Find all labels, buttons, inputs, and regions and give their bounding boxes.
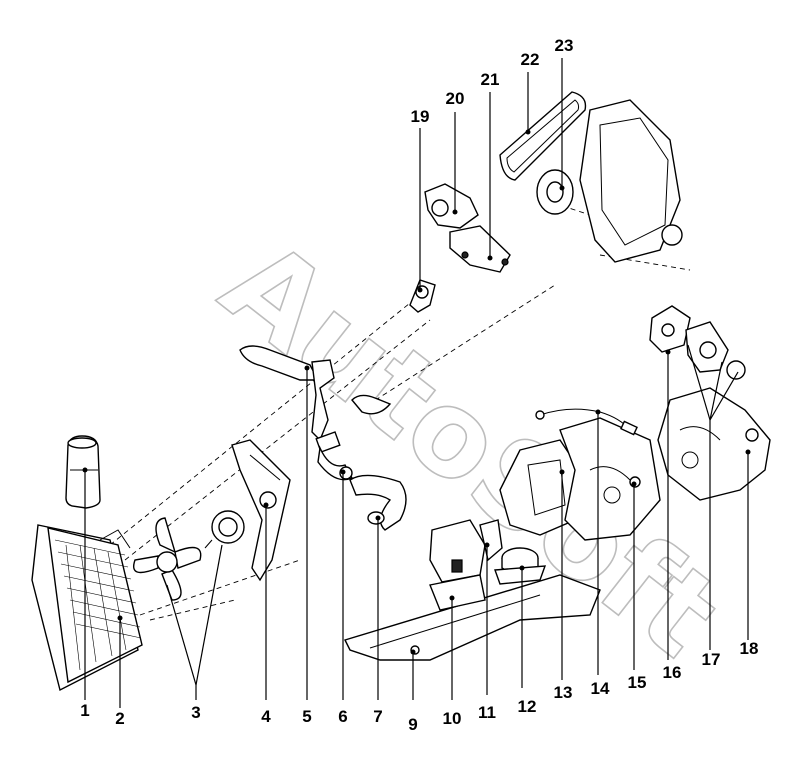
part-21-tensioner-arm: [449, 225, 511, 273]
part-10-engine-mount: [429, 519, 486, 611]
part-22-timing-belt: [499, 91, 587, 181]
part-11-mount-bracket: [479, 519, 503, 562]
leader-lines: [82, 58, 751, 708]
callout-1: 1: [80, 701, 89, 720]
assembly-lines: [109, 199, 691, 621]
callout-20: 20: [446, 89, 465, 108]
callout-23: 23: [555, 36, 574, 55]
callout-18: 18: [740, 639, 759, 658]
part-19-pulley: [409, 279, 436, 313]
callout-13: 13: [554, 683, 573, 702]
callout-numbers: 1 2 3 4 5 6 7 9 10 11 12 13 14 15 16 17 …: [80, 36, 758, 734]
part-1-expansion-tank: [65, 435, 101, 509]
callout-11: 11: [478, 703, 496, 722]
callout-9: 9: [408, 715, 417, 734]
callout-17: 17: [702, 650, 721, 669]
callout-6: 6: [338, 707, 347, 726]
callout-21: 21: [481, 70, 500, 89]
callout-16: 16: [663, 663, 682, 682]
callout-14: 14: [591, 679, 610, 698]
part-17-water-pump: [685, 321, 746, 380]
callout-3: 3: [191, 703, 200, 722]
callout-5: 5: [302, 707, 311, 726]
part-13-bellhousing-cover: [499, 439, 581, 536]
callout-12: 12: [518, 697, 537, 716]
part-20-tensioner-bracket: [424, 183, 479, 229]
callout-7: 7: [373, 707, 382, 726]
part-9-crossmember: [344, 574, 601, 661]
timing-cover: [579, 99, 683, 263]
part-2-radiator: [31, 524, 143, 692]
part-16-thermostat-housing: [649, 305, 691, 353]
part-4-fan-bracket: [231, 439, 291, 582]
part-18-pump-housing: [657, 387, 771, 501]
part-12-mount-cushion: [494, 547, 547, 585]
callout-4: 4: [261, 707, 271, 726]
callout-19: 19: [411, 107, 430, 126]
callout-15: 15: [628, 673, 647, 692]
callout-2: 2: [115, 709, 124, 728]
part-5-upper-hose: [239, 345, 341, 453]
part-14-gearbox-housing: [559, 417, 661, 541]
part-23-pulley: [536, 169, 574, 215]
part-3-fan: [133, 510, 245, 601]
callout-10: 10: [443, 709, 462, 728]
callout-22: 22: [521, 50, 540, 69]
